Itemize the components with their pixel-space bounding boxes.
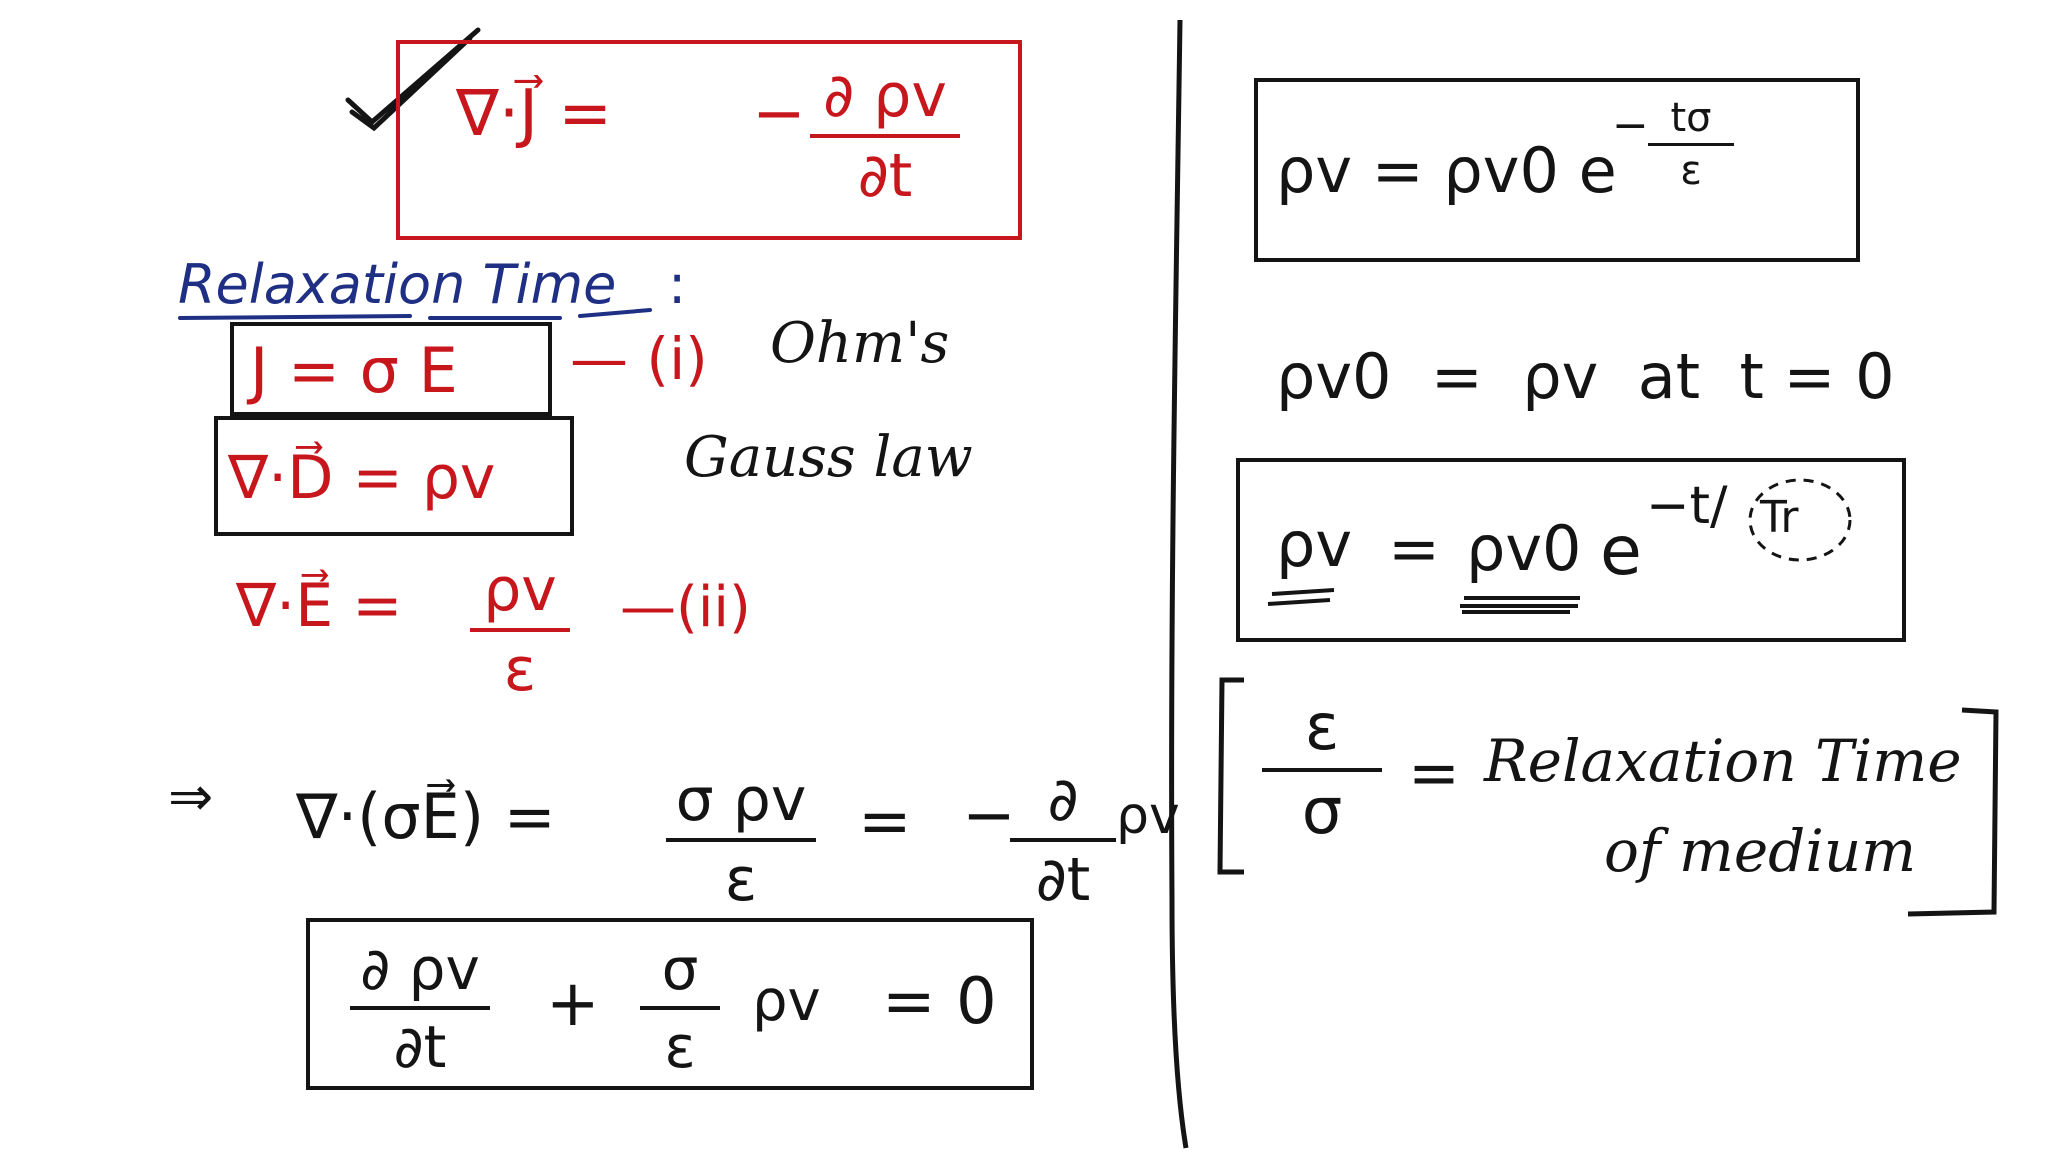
ohms-law-equation: J = σ E <box>250 334 458 407</box>
result-box <box>1236 458 1906 642</box>
solution-box <box>1254 78 1860 262</box>
derive-fraction-1: σ ρv ε <box>666 770 816 910</box>
derive-numerator-2: ∂ <box>1047 765 1079 835</box>
solution-exp-denominator: ε <box>1680 148 1702 194</box>
derive-lhs: ∇·(σE⃗) = <box>296 780 556 853</box>
ohms-law-box <box>230 322 552 416</box>
fraction-bar <box>666 838 816 842</box>
solution-exp-minus: − <box>1612 100 1649 151</box>
final-fraction-1: ∂ ρv ∂t <box>350 940 490 1076</box>
definition-numerator: ε <box>1304 691 1340 765</box>
final-plus: + <box>546 967 600 1041</box>
result-equals: = <box>1388 512 1440 585</box>
fraction-bar <box>1262 768 1382 772</box>
fraction-bar <box>1648 143 1734 146</box>
ohms-law-note: Ohm's <box>770 311 950 376</box>
solution-exp-numerator: tσ <box>1670 95 1712 141</box>
derive-denominator-1: ε <box>724 845 758 915</box>
final-rho: ρv <box>752 969 821 1034</box>
continuity-numerator: ∂ ρv <box>823 61 947 131</box>
final-rhs: = 0 <box>882 965 997 1039</box>
final-equation-box <box>306 918 1034 1090</box>
relaxation-time-symbol: Tr <box>1760 492 1799 543</box>
derive-fraction-2: ∂ ∂t <box>1010 770 1116 910</box>
final-numerator-2: σ <box>661 935 699 1003</box>
definition-fraction: ε σ <box>1262 696 1382 844</box>
solution-lhs: ρv = ρv0 e <box>1276 134 1617 207</box>
result-rhs: ρv0 <box>1466 512 1582 585</box>
eq2-numerator: ρv <box>483 555 557 625</box>
derive-minus: − <box>962 779 1016 853</box>
gauss-law-equation: ∇·D⃗ = ρv <box>228 443 496 513</box>
fraction-bar <box>470 628 570 632</box>
fraction-bar <box>1010 838 1116 842</box>
gauss-law-box <box>214 416 574 536</box>
derive-numerator-1: σ ρv <box>675 765 807 835</box>
initial-condition: ρv0 = ρv at t = 0 <box>1276 340 1895 413</box>
eq2-tag: —(ii) <box>620 575 751 640</box>
fraction-bar <box>350 1006 490 1010</box>
definition-text-line1: Relaxation Time <box>1484 727 1962 795</box>
implies-symbol: ⇒ <box>168 765 214 828</box>
derive-rho: ρv <box>1116 786 1180 846</box>
eq2-lhs: ∇·E⃗ = <box>236 571 403 641</box>
derive-denominator-2: ∂t <box>1035 845 1091 915</box>
final-fraction-2: σ ε <box>640 940 720 1076</box>
definition-equals: = <box>1408 736 1460 809</box>
definition-denominator: σ <box>1301 775 1343 849</box>
continuity-fraction: ∂ ρv ∂t <box>810 66 960 206</box>
fraction-bar <box>640 1006 720 1010</box>
fraction-bar <box>810 134 960 138</box>
definition-text-line2: of medium <box>1604 817 1917 885</box>
final-denominator-2: ε <box>664 1013 696 1081</box>
final-denominator-1: ∂t <box>393 1013 447 1081</box>
result-e: e <box>1600 512 1642 591</box>
eq2-denominator: ε <box>503 635 537 705</box>
result-lhs: ρv <box>1276 508 1353 581</box>
solution-exponent: tσ ε <box>1648 98 1734 191</box>
continuity-minus: − <box>752 77 806 151</box>
continuity-denominator: ∂t <box>857 141 913 211</box>
continuity-equation-box <box>396 40 1022 240</box>
eq2-fraction: ρv ε <box>470 560 570 700</box>
section-title: Relaxation Time <box>178 253 617 316</box>
section-colon: : <box>668 253 687 316</box>
continuity-lhs: ∇·J⃗ = <box>456 77 612 151</box>
result-exponent: −t/ <box>1646 476 1728 536</box>
final-numerator-1: ∂ ρv <box>360 935 480 1003</box>
derive-equals: = <box>858 785 912 859</box>
gauss-law-note: Gauss law <box>684 425 973 490</box>
ohms-law-tag: — (i) <box>570 325 708 393</box>
